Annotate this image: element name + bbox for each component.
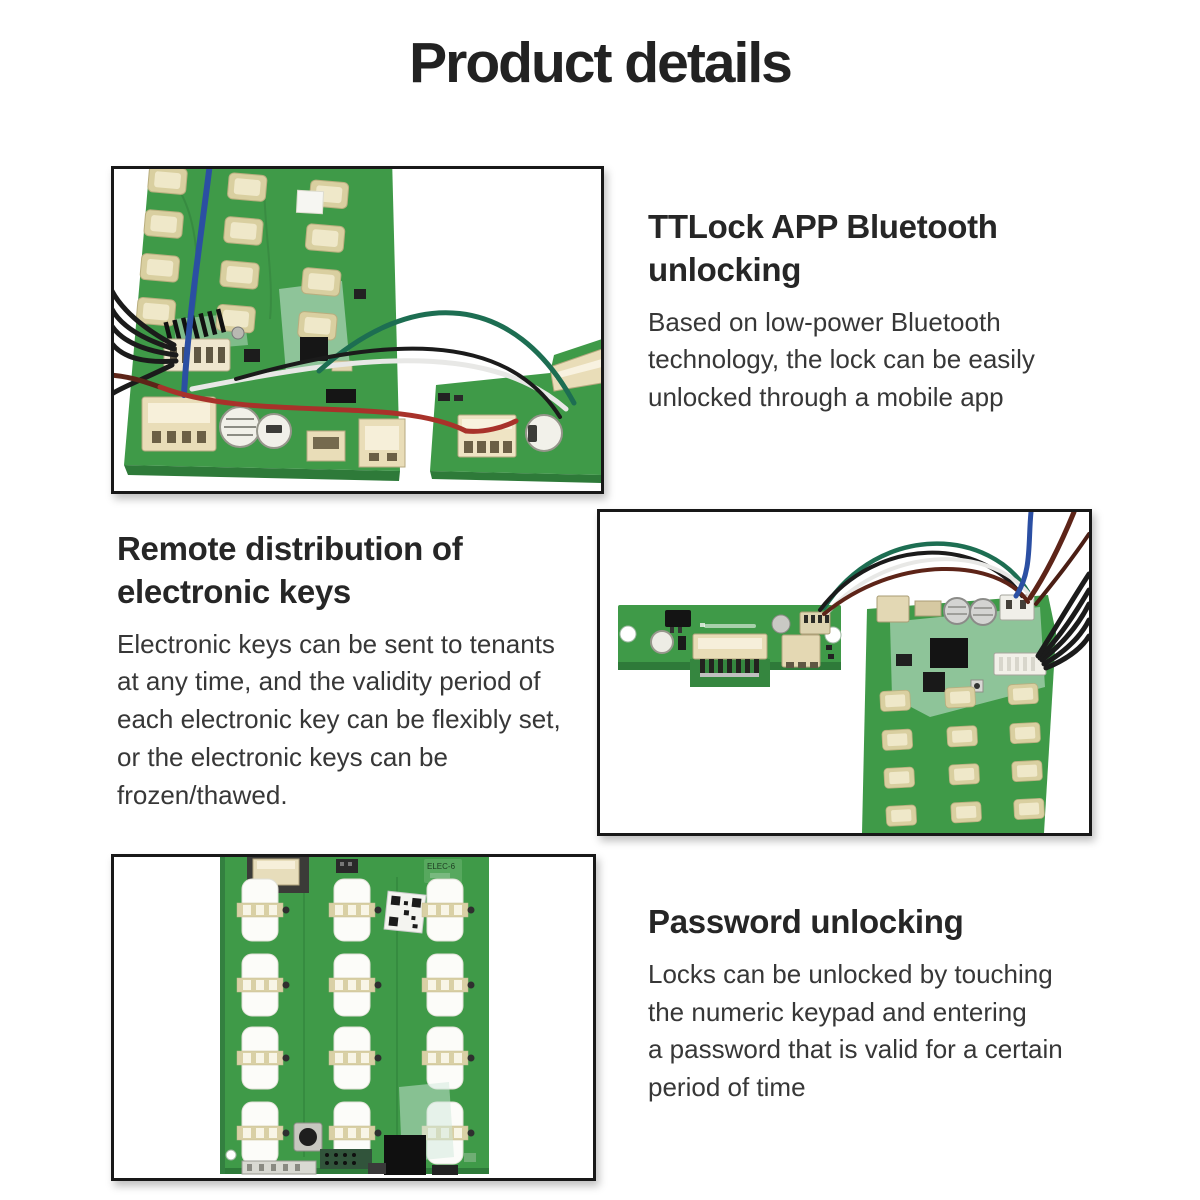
smd-capacitor xyxy=(969,598,997,626)
wire-harness xyxy=(818,512,1089,671)
photo-keypad-pcb-with-wires xyxy=(111,166,604,494)
blue-wire xyxy=(1013,512,1034,599)
section-remote-key-distribution: Remote distribution of electronic keys E… xyxy=(117,528,617,814)
screw-head xyxy=(771,614,791,634)
wire-harness xyxy=(114,169,577,434)
capacitor xyxy=(650,630,674,654)
main-ic xyxy=(384,1135,426,1175)
section-body: Based on low-power Bluetooth technology,… xyxy=(648,306,1035,413)
pcb-photo-1-illustration xyxy=(114,169,601,483)
bottom-connectors-and-caps xyxy=(141,396,406,468)
smd-capacitor xyxy=(943,597,971,625)
mcu-chip xyxy=(930,638,968,668)
small-side-board xyxy=(430,339,601,483)
main-pcb-board xyxy=(862,594,1056,833)
section-password-unlocking: Password unlocking Locks can be unlocked… xyxy=(648,901,1128,1107)
section-body: Locks can be unlocked by touching the nu… xyxy=(648,958,1063,1102)
section-heading: Password unlocking xyxy=(648,903,964,940)
mounting-hole xyxy=(225,1149,237,1161)
mounting-hole xyxy=(619,625,637,643)
section-heading: TTLock APP Bluetooth unlocking xyxy=(648,208,998,288)
white-wire xyxy=(826,557,1034,614)
pcb-photo-3-illustration: ELEC-6 xyxy=(220,857,489,1175)
section-body: Electronic keys can be sent to tenants a… xyxy=(117,628,561,810)
white-sticker xyxy=(295,189,325,215)
photo-adapter-board-and-main-pcb xyxy=(597,509,1092,836)
section-heading: Remote distribution of electronic keys xyxy=(117,530,463,610)
adapter-board xyxy=(618,605,842,687)
transistor xyxy=(665,610,691,627)
blue-wire xyxy=(181,169,213,398)
section-bluetooth-unlocking: TTLock APP Bluetooth unlocking Based on … xyxy=(648,206,1128,417)
qr-code-sticker xyxy=(383,890,427,934)
photo-keypad-pcb-back: ELEC-6 xyxy=(111,854,596,1181)
bottom-components xyxy=(225,1082,476,1175)
page-title: Product details xyxy=(409,31,793,95)
screw-head xyxy=(231,326,245,340)
bottom-connector xyxy=(241,1160,317,1175)
silkscreen-marking xyxy=(704,624,756,628)
pcb-photo-2-illustration xyxy=(618,512,1089,833)
pin-header xyxy=(320,1149,372,1169)
board-label: ELEC-6 xyxy=(427,862,456,871)
green-wire xyxy=(316,310,577,406)
red-wire xyxy=(157,384,469,434)
connector xyxy=(876,595,910,623)
